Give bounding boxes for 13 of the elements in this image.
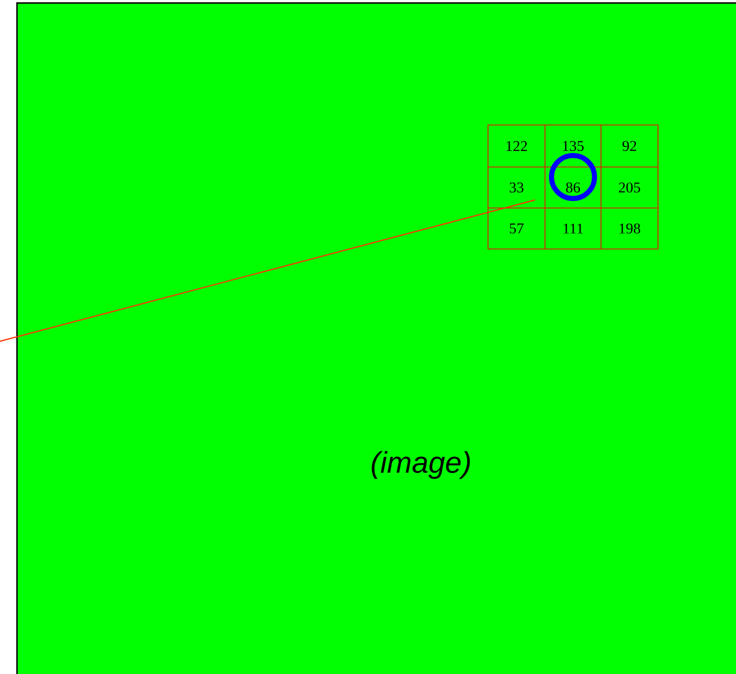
cell-value: 33 (510, 182, 524, 192)
cell-value: 57 (510, 224, 524, 234)
cell-value: 135 (563, 140, 584, 151)
pixel-grid (488, 124, 658, 250)
leader-line (0, 199, 536, 344)
cell-value: 205 (618, 182, 640, 193)
cell-value: 86 (566, 182, 580, 193)
cell-value: 92 (622, 140, 636, 151)
image-placeholder-text: (image) (372, 451, 470, 479)
image-panel (16, 2, 736, 674)
cell-value: 198 (620, 223, 640, 234)
cell-value: 111 (564, 224, 583, 234)
cell-value: 122 (506, 141, 527, 151)
